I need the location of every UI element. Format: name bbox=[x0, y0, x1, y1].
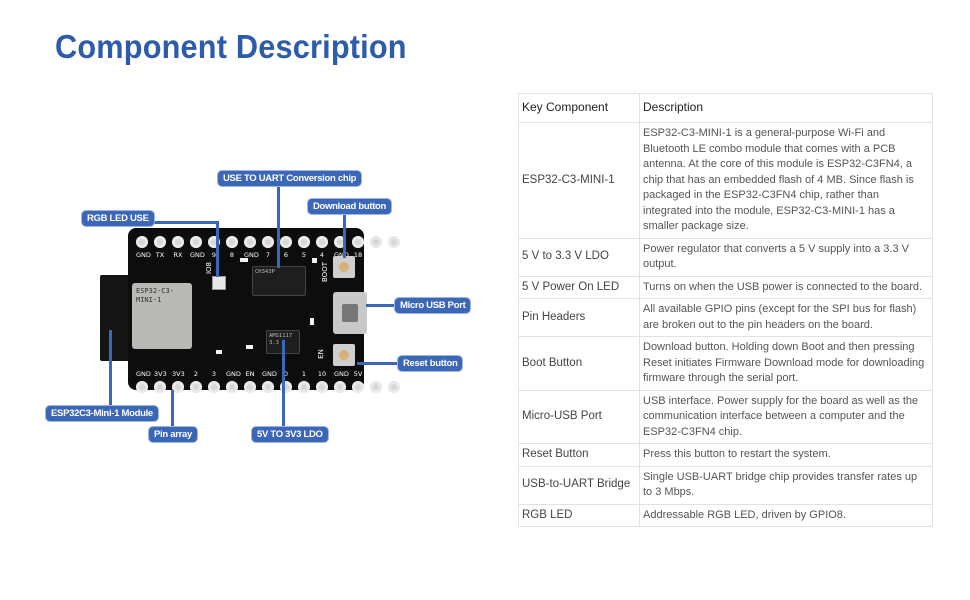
pin-label: 9 bbox=[211, 251, 217, 259]
bottom-pin-header bbox=[136, 381, 400, 393]
callout-line bbox=[171, 390, 174, 428]
table-row: Micro-USB Port USB interface. Power supp… bbox=[518, 389, 933, 444]
callout-line bbox=[366, 304, 398, 307]
pin-label: 10 bbox=[317, 370, 327, 378]
pin-label: 1 bbox=[301, 370, 307, 378]
pin-label: 6 bbox=[283, 251, 289, 259]
pin-label: GND bbox=[262, 370, 277, 378]
component-name: Micro-USB Port bbox=[518, 389, 640, 444]
callout-line bbox=[216, 221, 219, 277]
component-description: ESP32-C3-MINI-1 is a general-purpose Wi-… bbox=[639, 122, 933, 239]
component-description: Turns on when the USB power is connected… bbox=[639, 275, 933, 299]
pin-label: GND bbox=[334, 251, 349, 259]
micro-usb-connector bbox=[333, 292, 367, 334]
callout-module: ESP32C3-Mini-1 Module bbox=[46, 406, 158, 421]
component-name: ESP32-C3-MINI-1 bbox=[518, 122, 640, 239]
pin-label: 4 bbox=[319, 251, 325, 259]
header-description: Description bbox=[639, 93, 933, 123]
pin-label: GND bbox=[136, 251, 151, 259]
component-name: 5 V to 3.3 V LDO bbox=[518, 237, 640, 277]
pin-label: 18 bbox=[353, 251, 363, 259]
component-name: USB-to-UART Bridge bbox=[518, 465, 640, 505]
page-title: Component Description bbox=[55, 28, 407, 65]
top-pin-header bbox=[136, 236, 400, 248]
component-name: Reset Button bbox=[518, 443, 640, 467]
pin-label: GND bbox=[388, 370, 403, 378]
callout-uart-chip: USE TO UART Conversion chip bbox=[218, 171, 362, 186]
pin-label: TX bbox=[155, 251, 165, 259]
table-row: USB-to-UART Bridge Single USB-UART bridg… bbox=[518, 465, 933, 505]
component-name: 5 V Power On LED bbox=[518, 275, 640, 299]
table-row: ESP32-C3-MINI-1 ESP32-C3-MINI-1 is a gen… bbox=[518, 122, 933, 239]
header-key-component: Key Component bbox=[518, 93, 640, 123]
led-label: IO8 bbox=[205, 261, 214, 275]
reset-button bbox=[333, 344, 355, 366]
component-description: All available GPIO pins (except for the … bbox=[639, 298, 933, 337]
pin-label: 5 bbox=[301, 251, 307, 259]
callout-line bbox=[282, 340, 285, 428]
component-table: Key Component Description ESP32-C3-MINI-… bbox=[518, 93, 933, 527]
top-pin-labels: GND TX RX GND 9 8 GND 7 6 5 4 GND 18 19 GND bbox=[136, 251, 403, 259]
boot-button bbox=[333, 256, 355, 278]
uart-chip: CH343P bbox=[252, 266, 306, 296]
pin-label: 3V3 bbox=[172, 370, 185, 378]
pin-label: RX bbox=[173, 251, 183, 259]
pin-label: 5V bbox=[371, 370, 381, 378]
esp32-module: ESP32-C3-MINI-1 bbox=[132, 283, 192, 349]
pin-label: 3V3 bbox=[154, 370, 167, 378]
table-row: 5 V Power On LED Turns on when the USB p… bbox=[518, 275, 933, 299]
pin-label: 3 bbox=[211, 370, 217, 378]
pin-label: GND bbox=[226, 370, 241, 378]
pin-label: GND bbox=[388, 251, 403, 259]
pin-label: GND bbox=[244, 251, 259, 259]
pin-label: GND bbox=[136, 370, 151, 378]
pin-label: 19 bbox=[371, 251, 381, 259]
component-name: Boot Button bbox=[518, 336, 640, 391]
pin-label: 2 bbox=[193, 370, 199, 378]
table-row: Pin Headers All available GPIO pins (exc… bbox=[518, 298, 933, 337]
callout-line bbox=[343, 210, 346, 258]
component-description: Addressable RGB LED, driven by GPIO8. bbox=[639, 503, 933, 527]
callout-ldo: 5V TO 3V3 LDO bbox=[252, 427, 328, 442]
component-name: Pin Headers bbox=[518, 298, 640, 337]
component-description: Press this button to restart the system. bbox=[639, 443, 933, 467]
pin-label: EN bbox=[245, 370, 255, 378]
callout-rgb-led: RGB LED USE bbox=[82, 211, 154, 226]
pin-label: 8 bbox=[229, 251, 235, 259]
callout-line bbox=[357, 362, 399, 365]
boot-label: BOOT bbox=[320, 262, 329, 282]
callout-line bbox=[109, 330, 112, 408]
pin-label: GND bbox=[334, 370, 349, 378]
table-row: 5 V to 3.3 V LDO Power regulator that co… bbox=[518, 237, 933, 277]
component-name: RGB LED bbox=[518, 503, 640, 527]
component-description: Download button. Holding down Boot and t… bbox=[639, 336, 933, 391]
pin-label: 5V bbox=[353, 370, 363, 378]
component-description: Power regulator that converts a 5 V supp… bbox=[639, 237, 933, 277]
pin-label: GND bbox=[190, 251, 205, 259]
callout-reset-button: Reset button bbox=[398, 356, 463, 371]
component-description: USB interface. Power supply for the boar… bbox=[639, 389, 933, 444]
callout-download-button: Download button bbox=[308, 199, 392, 214]
callout-micro-usb: Micro USB Port bbox=[395, 298, 471, 313]
callout-line bbox=[277, 184, 280, 268]
table-row: RGB LED Addressable RGB LED, driven by G… bbox=[518, 503, 933, 527]
pin-label: 0 bbox=[283, 370, 289, 378]
pin-label: 7 bbox=[265, 251, 271, 259]
en-label: EN bbox=[316, 349, 325, 359]
module-label: ESP32-C3-MINI-1 bbox=[136, 287, 174, 304]
table-row: Boot Button Download button. Holding dow… bbox=[518, 336, 933, 391]
callout-pin-array: Pin array bbox=[149, 427, 197, 442]
callout-line bbox=[139, 221, 218, 224]
table-row: Reset Button Press this button to restar… bbox=[518, 443, 933, 467]
table-header-row: Key Component Description bbox=[518, 93, 933, 123]
component-description: Single USB-UART bridge chip provides tra… bbox=[639, 465, 933, 505]
rgb-led bbox=[212, 276, 226, 290]
